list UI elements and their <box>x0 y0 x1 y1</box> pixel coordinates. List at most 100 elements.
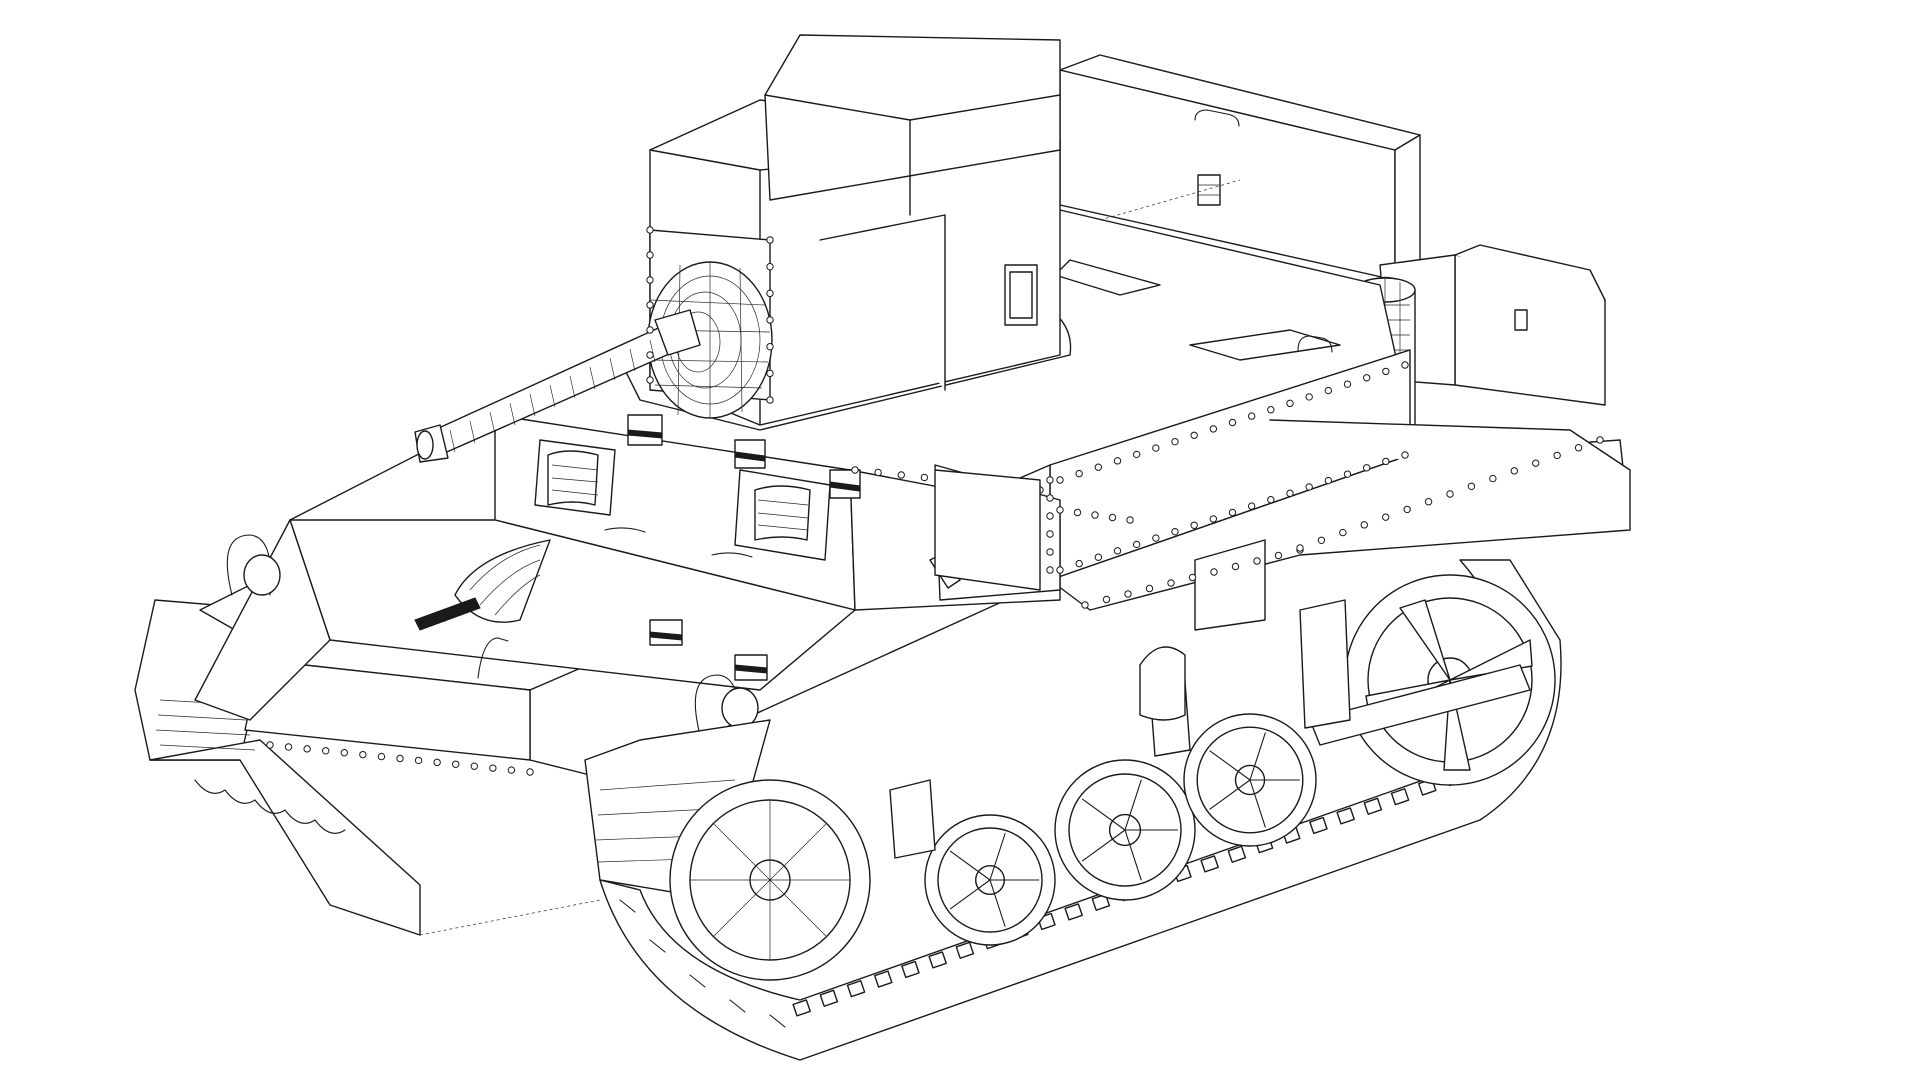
rivet <box>1188 573 1197 582</box>
rivet <box>359 750 367 759</box>
rivet <box>646 376 654 384</box>
rivet <box>1467 482 1476 490</box>
rivet <box>377 752 386 761</box>
rivet <box>1362 464 1371 472</box>
rivet <box>1228 418 1237 427</box>
rivet <box>1073 508 1082 517</box>
rivet <box>340 749 348 757</box>
track-link <box>1091 893 1111 911</box>
rivet <box>1324 386 1333 395</box>
rivet <box>766 316 774 324</box>
track-link <box>792 999 811 1017</box>
rivet <box>1274 551 1283 560</box>
track-link <box>1200 855 1219 873</box>
track-link <box>1309 816 1328 835</box>
rivet <box>1382 513 1390 521</box>
road-wheel <box>924 814 1056 946</box>
bow-machine-gun <box>414 539 551 631</box>
rivet <box>266 741 274 749</box>
rivet <box>1167 579 1175 587</box>
suspension <box>889 599 1351 859</box>
rivet <box>1401 361 1409 369</box>
rivet <box>897 471 905 479</box>
rivet <box>1267 496 1275 504</box>
rivet <box>1324 476 1333 485</box>
rivet <box>1046 548 1054 556</box>
rivet <box>766 262 774 271</box>
rivet <box>433 758 441 767</box>
rivet <box>1401 451 1409 459</box>
road-wheel <box>1054 759 1196 901</box>
rivet <box>1286 489 1294 498</box>
rivet <box>1382 367 1390 376</box>
hull-side-right <box>1049 349 1631 631</box>
rivet <box>646 351 654 359</box>
main-gun <box>414 309 701 463</box>
rivet <box>1209 425 1218 433</box>
rivet <box>303 745 311 753</box>
rivet <box>1286 399 1294 408</box>
rivet <box>646 301 654 309</box>
rivet <box>1596 436 1604 444</box>
rivet <box>646 226 654 234</box>
rivet <box>1056 476 1064 484</box>
rivet <box>1210 568 1218 576</box>
rivet <box>766 236 774 244</box>
rivet <box>1091 511 1099 519</box>
rivet <box>322 747 330 755</box>
rivet <box>1124 590 1132 598</box>
vision-block-right <box>711 469 831 561</box>
rivet <box>646 251 654 259</box>
rivet <box>1247 502 1256 510</box>
rivet <box>1056 506 1064 514</box>
rivet <box>1046 476 1054 484</box>
rivet <box>1296 544 1304 552</box>
rivet <box>1046 494 1054 502</box>
rivet <box>1382 457 1390 466</box>
rivet <box>1171 437 1179 446</box>
rivet <box>470 762 478 770</box>
rivet <box>1267 406 1275 414</box>
rivet <box>1305 483 1313 491</box>
turret <box>619 34 1072 431</box>
sponson-machine-gun <box>929 469 1041 591</box>
rivet <box>1081 601 1089 609</box>
rivet <box>1171 527 1179 536</box>
rivet <box>414 756 423 765</box>
sprocket <box>669 779 871 981</box>
track-link <box>1227 845 1247 863</box>
rivet <box>1102 595 1111 604</box>
rivet <box>646 276 654 284</box>
rivet <box>1532 459 1540 467</box>
rivet <box>1574 444 1583 452</box>
track-link <box>1390 788 1410 806</box>
rivet <box>1247 412 1256 420</box>
road-wheels <box>924 713 1317 946</box>
idler <box>1309 574 1556 786</box>
rivet <box>1339 528 1347 537</box>
rivet <box>1228 508 1237 517</box>
rivet <box>1075 469 1083 478</box>
track-link <box>1336 807 1355 825</box>
rivet <box>1046 512 1054 520</box>
track-link <box>1064 903 1083 921</box>
rivet <box>1209 515 1218 523</box>
rivet <box>1132 540 1141 549</box>
rivet <box>1424 498 1433 506</box>
rivet <box>646 326 654 334</box>
rivet <box>1403 505 1411 514</box>
rivet <box>874 468 882 477</box>
rivet <box>920 473 929 482</box>
rivet <box>1553 451 1561 460</box>
rivet <box>1094 553 1103 561</box>
rivet <box>1145 584 1154 593</box>
rivets <box>266 226 1604 776</box>
rivet <box>1253 557 1261 565</box>
rivet <box>1075 559 1083 568</box>
road-wheel <box>1183 713 1317 847</box>
rivet <box>1360 521 1368 529</box>
rivet <box>1126 516 1134 524</box>
track-link <box>928 951 947 969</box>
